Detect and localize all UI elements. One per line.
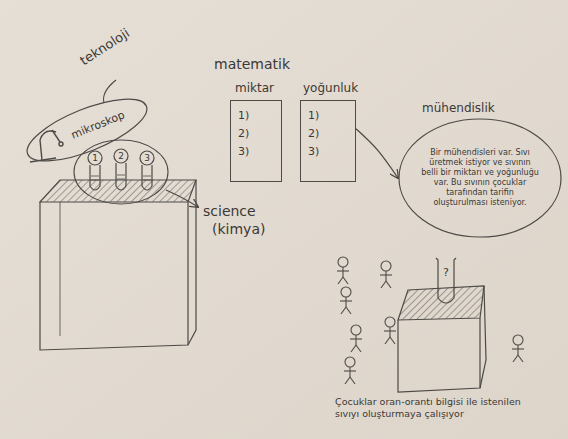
node-body: mikroskop <box>32 102 142 157</box>
ellipse-node: mühendislikBir mühendisleri var. Sıvı ür… <box>398 118 562 238</box>
node-text: Bir mühendisleri var. Sıvı üretmek istiy… <box>421 148 539 208</box>
table-left <box>40 180 196 350</box>
ellipse-outline <box>20 87 154 174</box>
sketch-label: (kimya) <box>212 220 265 238</box>
node-heading: miktar <box>235 81 274 95</box>
sketch-label: matematik <box>214 55 290 73</box>
callout-number: 2 <box>118 150 124 162</box>
callout-number: 1 <box>92 152 98 164</box>
ellipse-outline <box>399 119 561 237</box>
list-item: 2) <box>238 125 249 143</box>
callout-number: ? <box>443 266 449 280</box>
ellipse-node: mikroskop <box>18 85 155 174</box>
list-box: yoğunluk1)2)3) <box>300 100 356 182</box>
leader-arrow <box>166 190 198 207</box>
list-item: 3) <box>238 143 249 161</box>
children-figures <box>337 257 524 384</box>
list-item: 3) <box>308 143 319 161</box>
list-box: miktar1)2)3) <box>230 100 282 182</box>
leader-line <box>104 80 117 103</box>
list-item: 2) <box>308 125 319 143</box>
sketch-label: teknoloji <box>77 24 133 69</box>
node-body: Bir mühendisleri var. Sıvı üretmek istiy… <box>421 148 539 208</box>
connector-arrow <box>356 129 398 178</box>
microscope-icon <box>30 130 63 162</box>
list-item: 1) <box>308 107 319 125</box>
test-tubes <box>88 149 154 190</box>
callout-number: 3 <box>144 152 150 164</box>
node-heading: mühendislik <box>422 101 495 115</box>
caption-note: Çocuklar oran-orantı bilgisi ile istenil… <box>335 396 535 420</box>
list-item: 1) <box>238 107 249 125</box>
beaker <box>436 258 456 303</box>
node-heading: yoğunluk <box>303 81 358 95</box>
sketch-label: science <box>203 202 256 220</box>
tube-oval <box>74 140 168 204</box>
